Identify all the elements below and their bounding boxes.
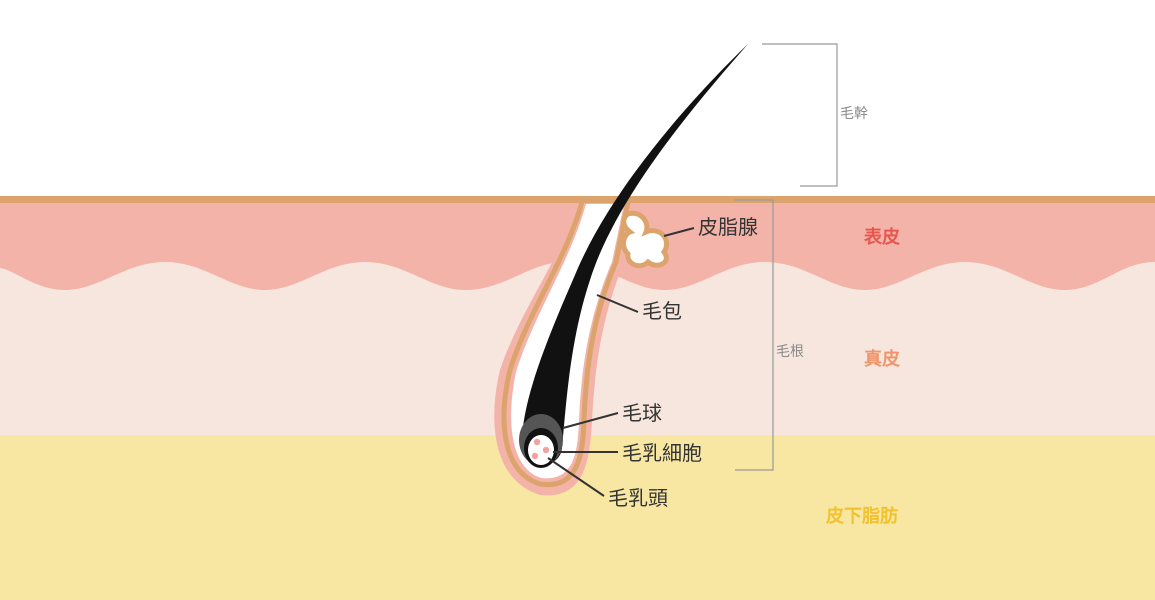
- label-sebaceous-gland: 皮脂腺: [698, 215, 758, 239]
- label-hair-root: 毛根: [776, 344, 804, 360]
- label-hair-shaft: 毛幹: [840, 106, 868, 122]
- label-dermis: 真皮: [864, 349, 900, 370]
- pointer-follicle: [596, 294, 639, 313]
- label-hair-bulb: 毛球: [622, 401, 662, 425]
- papilla-cell: [542, 446, 550, 454]
- label-epidermis: 表皮: [864, 227, 900, 248]
- follicle-sheath: [501, 201, 631, 488]
- label-matrix-cells: 毛乳細胞: [622, 441, 702, 465]
- label-papilla: 毛乳頭: [608, 486, 668, 510]
- label-follicle: 毛包: [642, 299, 682, 323]
- shaft-bracket: [762, 43, 838, 187]
- pointer-sebaceous: [663, 227, 695, 237]
- skin-surface-line: [0, 196, 1155, 203]
- pointer-bulb: [562, 412, 619, 429]
- pointer-papilla: [547, 457, 605, 497]
- sebaceous-gland-shape: [621, 210, 670, 269]
- papilla-cell: [533, 438, 541, 446]
- root-bracket: [735, 199, 774, 471]
- label-subcutaneous-fat: 皮下脂肪: [826, 506, 898, 527]
- papilla-cell: [531, 452, 539, 460]
